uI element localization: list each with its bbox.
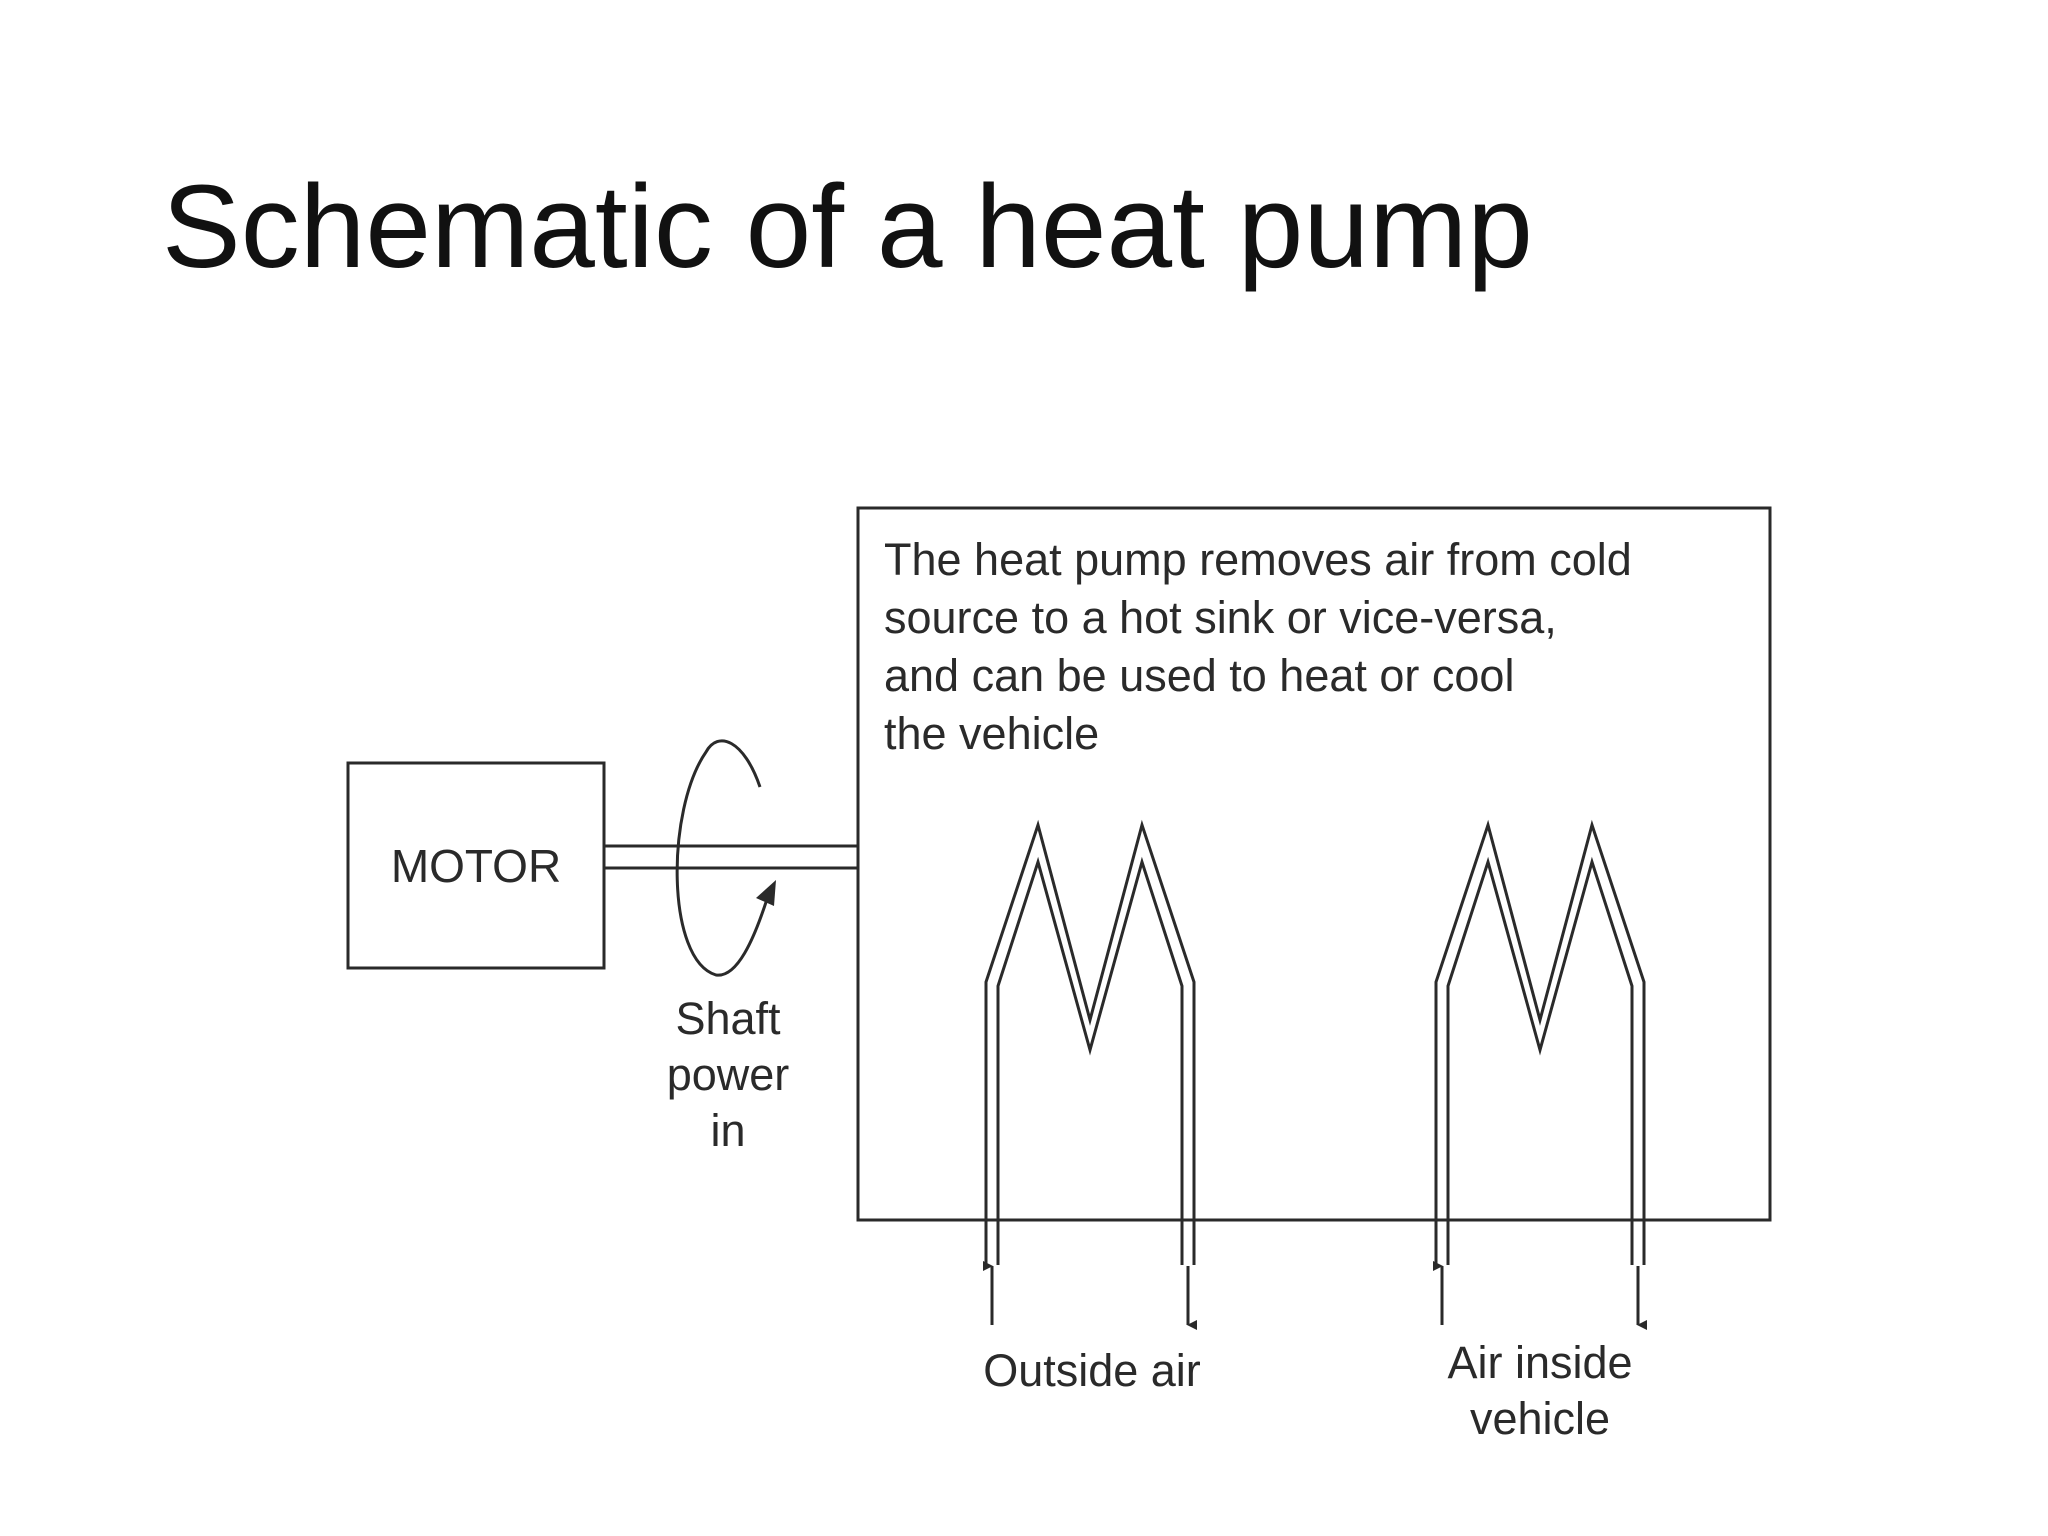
motor-box — [346, 761, 606, 970]
motor-label: MOTOR — [391, 840, 561, 892]
shaft-power-label: Shaft — [675, 993, 781, 1044]
slide-title: Schematic of a heat pump — [162, 161, 1533, 293]
outside-heat-exchanger-coil — [984, 819, 1196, 1265]
inside-heat-exchanger-coil — [1434, 819, 1646, 1265]
description-line: and can be used to heat or cool — [884, 650, 1514, 701]
heat-pump-box — [856, 506, 1772, 1222]
description-line: source to a hot sink or vice-versa, — [884, 592, 1557, 643]
rotation-arrow-icon — [675, 739, 776, 977]
outside-air-label: Outside air — [983, 1345, 1201, 1396]
shaft-power-label: power — [667, 1049, 790, 1100]
inside-air-label: Air inside — [1447, 1337, 1632, 1388]
inside-air-label: vehicle — [1470, 1393, 1610, 1444]
shaft-power-label: in — [710, 1105, 745, 1156]
description-line: The heat pump removes air from cold — [884, 534, 1632, 585]
drive-shaft — [604, 844, 858, 870]
description-line: the vehicle — [884, 708, 1099, 759]
